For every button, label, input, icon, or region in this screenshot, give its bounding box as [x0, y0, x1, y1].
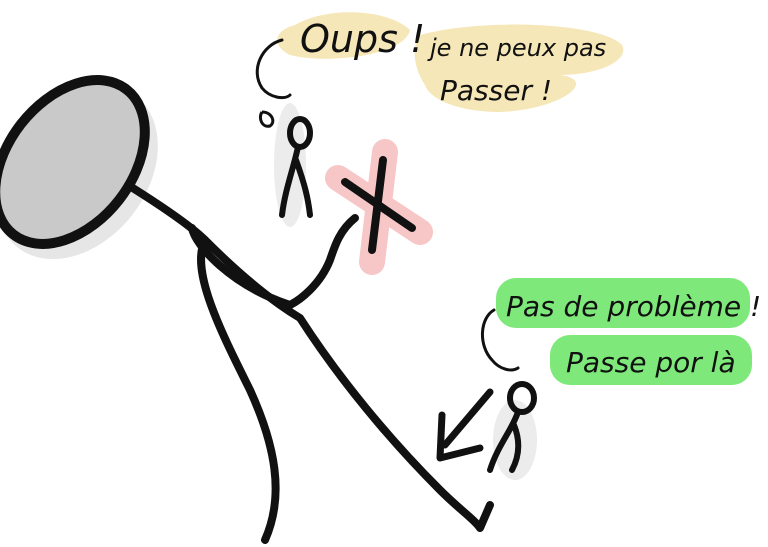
giant-left-leg [197, 236, 280, 544]
small-figure-blocked [258, 103, 313, 227]
giant-head [0, 75, 150, 249]
speech-bubble-top: Oups ! je ne peux pas Passer ! [255, 12, 624, 113]
helper-head [507, 381, 537, 415]
bubble-top-line1: Oups ! [300, 17, 425, 61]
bubble-top-line2b: Passer ! [440, 74, 552, 107]
bubble-top-line2a: je ne peux pas [427, 34, 606, 62]
blocked-cross [325, 139, 433, 275]
bubble-top-tail [255, 38, 292, 100]
giant-chest-line [188, 224, 294, 309]
bubble-bottom-line1: Pas de problème ! [506, 290, 761, 323]
sweat-drop [258, 110, 275, 128]
small-figure-helping [487, 381, 537, 480]
giant-stick-figure [0, 75, 494, 544]
speech-bubble-bottom: Pas de problème ! Passe por là [481, 278, 761, 385]
bubble-bottom-tail [481, 308, 520, 372]
direction-arrow [436, 388, 494, 462]
bubble-bottom-line2: Passe por là [566, 346, 736, 379]
cross-stroke-2 [368, 156, 387, 254]
giant-body [124, 181, 494, 532]
giant-arm [286, 214, 359, 309]
